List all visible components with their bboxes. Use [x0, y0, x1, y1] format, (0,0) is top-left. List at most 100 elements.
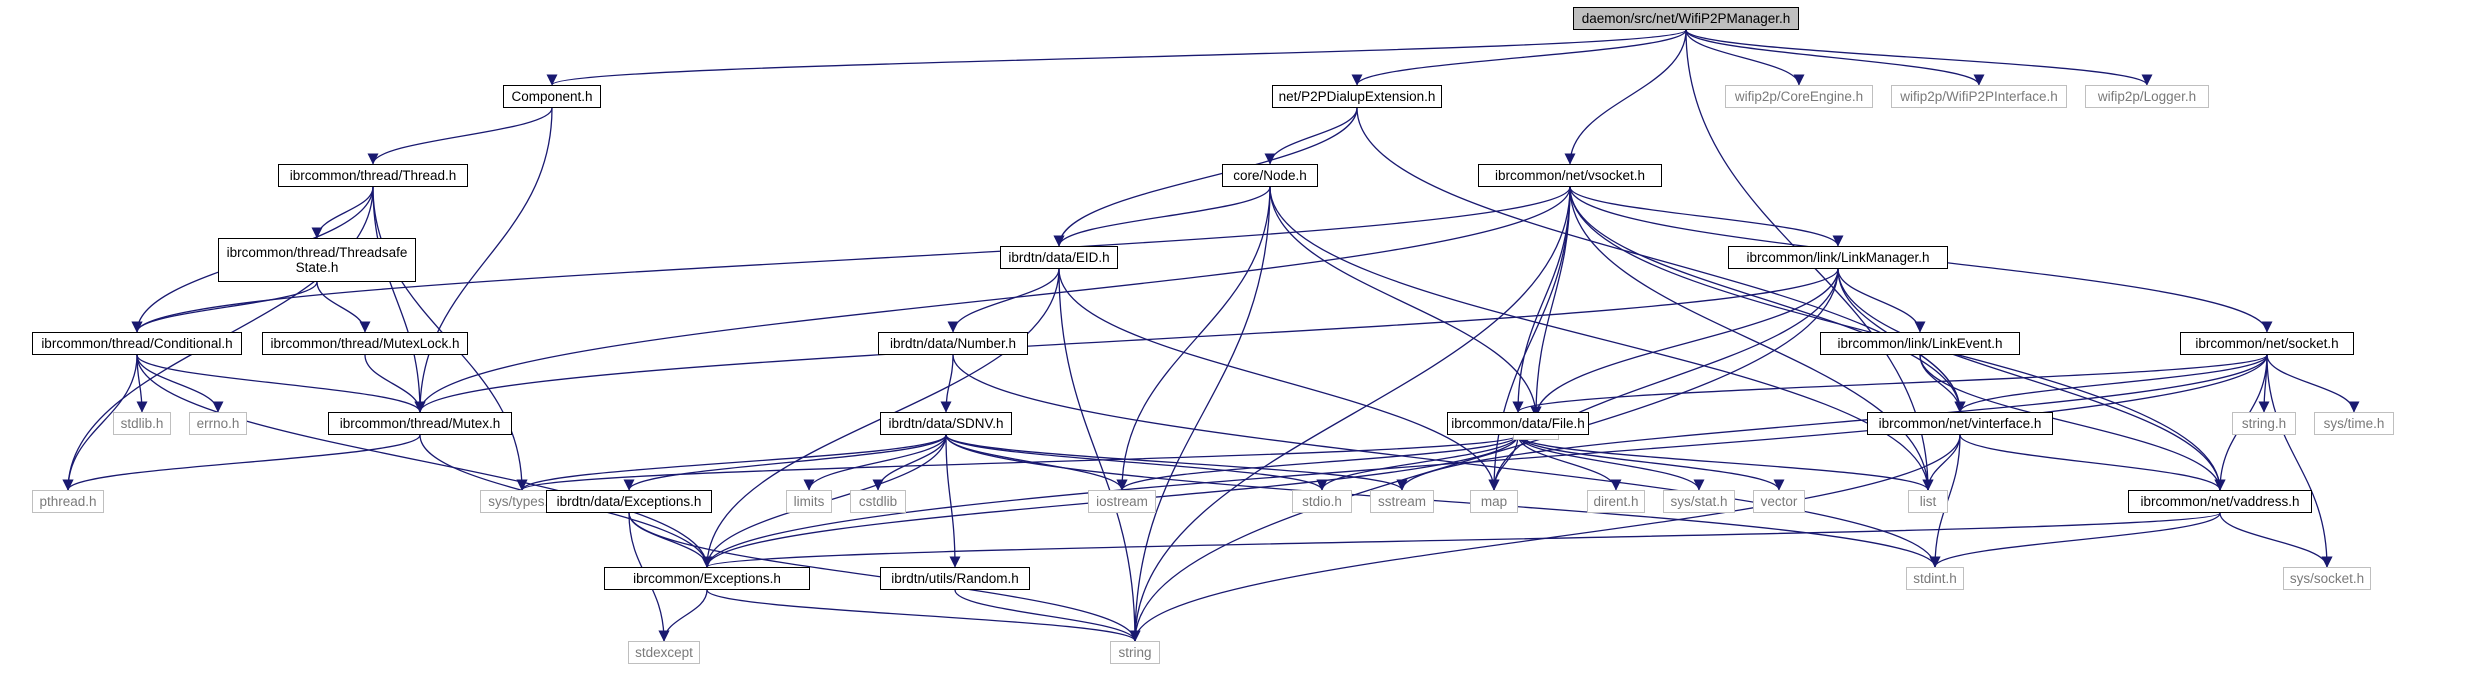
edge-vsocket-to-vinterface [1569, 186, 1966, 413]
node-vector[interactable]: vector [1753, 490, 1805, 513]
edge-sdnv-to-random [945, 434, 961, 568]
node-syssocket[interactable]: sys/socket.h [2283, 567, 2371, 590]
edge-vsocket-to-set [1530, 186, 1571, 418]
node-list[interactable]: list [1908, 490, 1948, 513]
node-logger[interactable]: wifip2p/Logger.h [2085, 85, 2209, 108]
node-vaddress[interactable]: ibrcommon/net/vaddress.h [2128, 490, 2312, 513]
node-linkmanager[interactable]: ibrcommon/link/LinkManager.h [1728, 246, 1948, 269]
node-eid[interactable]: ibrdtn/data/EID.h [1000, 246, 1118, 269]
edge-root-to-vsocket [1564, 29, 1687, 165]
edge-eid-to-number [947, 268, 1060, 333]
node-data-exceptions[interactable]: ibrdtn/data/Exceptions.h [546, 490, 712, 513]
edge-file-to-stdio [1316, 434, 1519, 491]
edge-linkmanager-to-mutex [414, 268, 1839, 413]
edge-conditional-to-errno [136, 354, 224, 413]
edge-thread-to-threadsafe [311, 186, 374, 239]
edge-root-to-wifip2pinterface [1685, 29, 1985, 86]
node-sstream[interactable]: sstream [1370, 490, 1434, 513]
node-mutex[interactable]: ibrcommon/thread/Mutex.h [328, 412, 512, 435]
edge-root-to-coreengine [1685, 29, 1805, 86]
node-vinterface[interactable]: ibrcommon/net/vinterface.h [1867, 412, 2053, 435]
node-systime[interactable]: sys/time.h [2314, 412, 2394, 435]
edge-root-to-p2pdialup [1351, 29, 1687, 86]
edge-socket-to-sstream [1396, 354, 2268, 491]
node-socket[interactable]: ibrcommon/net/socket.h [2180, 332, 2354, 355]
node-random[interactable]: ibrdtn/utils/Random.h [880, 567, 1030, 590]
node-coreengine[interactable]: wifip2p/CoreEngine.h [1725, 85, 1873, 108]
node-linkevent[interactable]: ibrcommon/link/LinkEvent.h [1820, 332, 2020, 355]
edge-vsocket-to-string [1129, 186, 1571, 642]
edge-node-to-eid [1053, 186, 1271, 247]
edge-socket-to-systime [2266, 354, 2360, 413]
node-number[interactable]: ibrdtn/data/Number.h [878, 332, 1028, 355]
edge-number-to-stdint [952, 354, 1941, 568]
edge-p2pdialup-to-eid [1053, 107, 1358, 247]
edge-node-to-set [1269, 186, 1542, 418]
node-component[interactable]: Component.h [503, 85, 601, 108]
edge-sdnv-to-cstdlib [872, 434, 947, 491]
edge-linkmanager-to-vaddress [1837, 268, 2226, 491]
edge-conditional-to-exceptions [136, 354, 713, 568]
node-vsocket[interactable]: ibrcommon/net/vsocket.h [1478, 164, 1662, 187]
edge-socket-to-vinterface [1954, 354, 2268, 413]
edge-eid-to-map [1058, 268, 1500, 491]
node-thread[interactable]: ibrcommon/thread/Thread.h [278, 164, 468, 187]
edge-file-to-systypes [516, 434, 1519, 491]
node-cstdlib[interactable]: cstdlib [850, 490, 906, 513]
edge-socket-to-exceptions [701, 354, 2268, 568]
edge-linkmanager-to-linkevent [1837, 268, 1926, 333]
node-sdnv[interactable]: ibrdtn/data/SDNV.h [880, 412, 1012, 435]
edge-vsocket-to-conditional [131, 186, 1571, 333]
edge-sdnv-to-sstream [945, 434, 1408, 491]
node-file[interactable]: ibrcommon/data/File.h [1447, 412, 1589, 435]
edge-file-to-dirent [1517, 434, 1622, 491]
node-systypes[interactable]: sys/types.h [480, 490, 564, 513]
edge-node-to-string [1129, 186, 1271, 642]
edge-linkevent-to-vaddress [1919, 354, 2226, 491]
edge-file-to-map [1488, 434, 1519, 491]
edge-vsocket-to-map [1488, 186, 1571, 491]
edge-linkmanager-to-set [1530, 268, 1839, 418]
edge-vsocket-to-list [1569, 186, 1934, 491]
edge-component-to-mutex [414, 107, 553, 413]
edge-dataexceptions-to-exceptions [628, 512, 713, 568]
node-limits[interactable]: limits [786, 490, 832, 513]
node-exceptions[interactable]: ibrcommon/Exceptions.h [604, 567, 810, 590]
edge-number-to-sdnv [940, 354, 954, 413]
edge-vinterface-to-vaddress [1959, 434, 2226, 491]
node-wifip2pinterface[interactable]: wifip2p/WifiP2PInterface.h [1891, 85, 2067, 108]
edge-conditional-to-stdlib [136, 354, 148, 413]
edge-file-to-list [1517, 434, 1934, 491]
edge-sdnv-to-systypes [516, 434, 947, 491]
node-conditional[interactable]: ibrcommon/thread/Conditional.h [32, 332, 242, 355]
node-wifip2pmanager[interactable]: daemon/src/net/WifiP2PManager.h [1573, 7, 1799, 30]
node-string-h[interactable]: string.h [2232, 412, 2296, 435]
node-p2pdialupextension[interactable]: net/P2PDialupExtension.h [1272, 85, 1442, 108]
node-core-node[interactable]: core/Node.h [1222, 164, 1318, 187]
node-threadsafestate[interactable]: ibrcommon/thread/Threadsafe State.h [218, 238, 416, 282]
edge-file-to-iostream [1116, 434, 1519, 491]
edge-node-to-list [1269, 186, 1934, 491]
node-string[interactable]: string [1110, 641, 1160, 664]
edge-vaddress-to-exceptions [702, 512, 2221, 568]
node-iostream[interactable]: iostream [1088, 490, 1156, 513]
node-map[interactable]: map [1470, 490, 1518, 513]
edge-eid-to-string [1058, 268, 1141, 642]
node-stdint[interactable]: stdint.h [1906, 567, 1964, 590]
node-stdio[interactable]: stdio.h [1292, 490, 1352, 513]
edge-exceptions-to-stdexcept [658, 589, 708, 642]
node-sysstat[interactable]: sys/stat.h [1663, 490, 1735, 513]
edge-socket-to-file [1512, 354, 2268, 413]
node-errno[interactable]: errno.h [189, 412, 247, 435]
node-stdlib[interactable]: stdlib.h [113, 412, 171, 435]
node-pthread[interactable]: pthread.h [32, 490, 104, 513]
edge-vsocket-to-mutex [414, 186, 1571, 413]
edge-file-to-vector [1517, 434, 1785, 491]
edge-mutex-to-pthread [62, 434, 421, 491]
edge-sdnv-to-dataexceptions [623, 434, 947, 491]
edge-sdnv-to-stdint [945, 434, 1941, 568]
node-mutexlock[interactable]: ibrcommon/thread/MutexLock.h [262, 332, 468, 355]
edge-thread-to-mutex [372, 186, 426, 413]
node-dirent[interactable]: dirent.h [1587, 490, 1645, 513]
node-stdexcept[interactable]: stdexcept [628, 641, 700, 664]
